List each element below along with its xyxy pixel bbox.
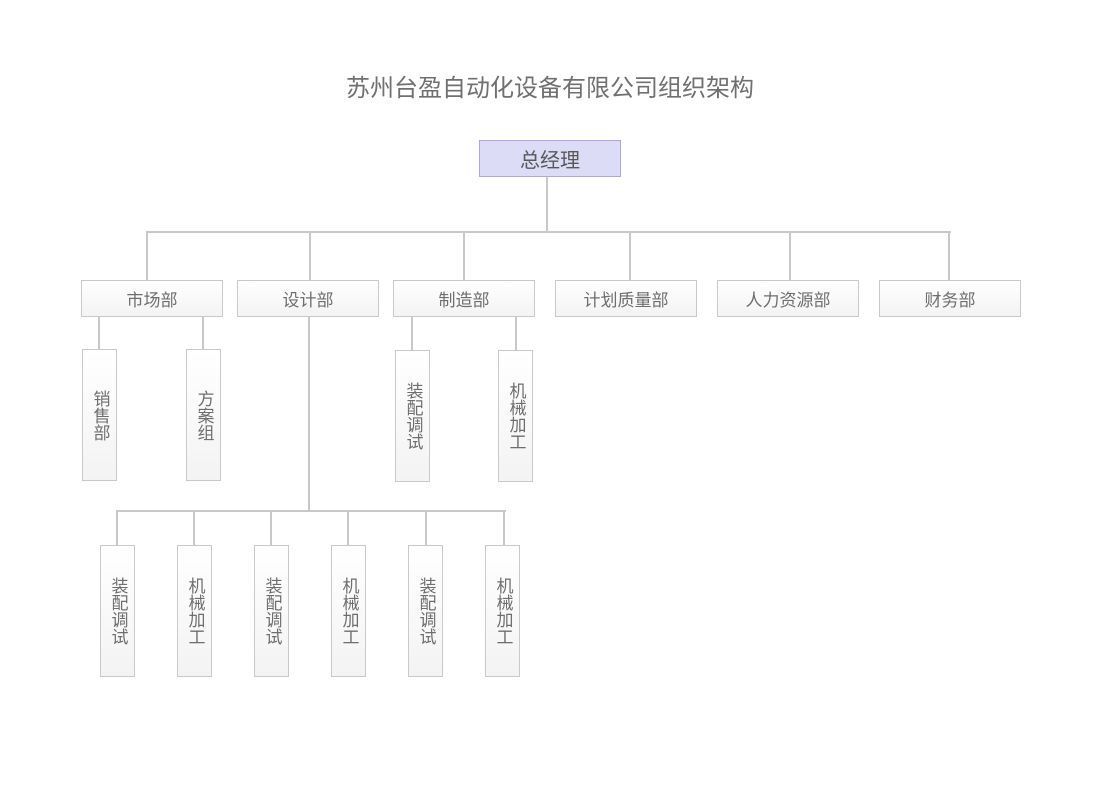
node-label: 总经理 xyxy=(520,148,580,172)
node-label: 机械加工 xyxy=(184,577,205,645)
node-design-unit: 机械加工 xyxy=(331,545,366,677)
connector-dept-5 xyxy=(948,231,950,280)
connector-root-down xyxy=(546,177,548,232)
node-label: 装配调试 xyxy=(261,577,282,645)
node-label: 设计部 xyxy=(282,291,334,311)
node-dept-hr: 人力资源部 xyxy=(717,280,859,317)
connector-dept-0 xyxy=(146,231,148,280)
node-design-unit: 机械加工 xyxy=(177,545,212,677)
connector-mfg-1 xyxy=(515,317,517,351)
connector-design-down xyxy=(308,317,310,511)
connector-dept-4 xyxy=(789,231,791,280)
node-design-unit: 装配调试 xyxy=(408,545,443,677)
node-mfg-assembly: 装配调试 xyxy=(395,350,430,482)
connector-design-2 xyxy=(270,510,272,545)
node-label: 人力资源部 xyxy=(745,291,831,311)
connector-mfg-0 xyxy=(411,317,413,351)
connector-dept-bar xyxy=(146,231,951,233)
connector-market-0 xyxy=(98,317,100,350)
connector-dept-2 xyxy=(463,231,465,280)
connector-dept-3 xyxy=(629,231,631,280)
node-label: 方案组 xyxy=(193,389,214,441)
node-mfg-machining: 机械加工 xyxy=(498,350,533,482)
node-label: 销售部 xyxy=(89,389,110,441)
node-design-unit: 机械加工 xyxy=(485,545,520,677)
node-dept-design: 设计部 xyxy=(237,280,379,317)
connector-market-1 xyxy=(202,317,204,350)
connector-design-4 xyxy=(425,510,427,545)
node-label: 机械加工 xyxy=(492,577,513,645)
node-dept-finance: 财务部 xyxy=(879,280,1021,317)
node-label: 市场部 xyxy=(126,291,178,311)
node-dept-market: 市场部 xyxy=(81,280,223,317)
node-label: 装配调试 xyxy=(107,577,128,645)
node-design-unit: 装配调试 xyxy=(100,545,135,677)
connector-design-5 xyxy=(503,510,505,545)
connector-design-bar xyxy=(116,510,506,512)
node-market-sales: 销售部 xyxy=(82,349,117,481)
node-label: 装配调试 xyxy=(415,577,436,645)
node-dept-manufacturing: 制造部 xyxy=(393,280,535,317)
node-label: 计划质量部 xyxy=(583,291,669,311)
connector-design-3 xyxy=(347,510,349,545)
connector-dept-1 xyxy=(309,231,311,280)
node-label: 机械加工 xyxy=(505,382,526,450)
node-label: 装配调试 xyxy=(402,382,423,450)
node-label: 财务部 xyxy=(924,291,976,311)
node-label: 机械加工 xyxy=(338,577,359,645)
chart-title: 苏州台盈自动化设备有限公司组织架构 xyxy=(346,74,754,102)
node-market-solutions: 方案组 xyxy=(186,349,221,481)
node-design-unit: 装配调试 xyxy=(254,545,289,677)
connector-design-0 xyxy=(116,510,118,545)
node-dept-planning-quality: 计划质量部 xyxy=(555,280,697,317)
connector-design-1 xyxy=(193,510,195,545)
node-label: 制造部 xyxy=(438,291,490,311)
node-general-manager: 总经理 xyxy=(479,140,621,177)
